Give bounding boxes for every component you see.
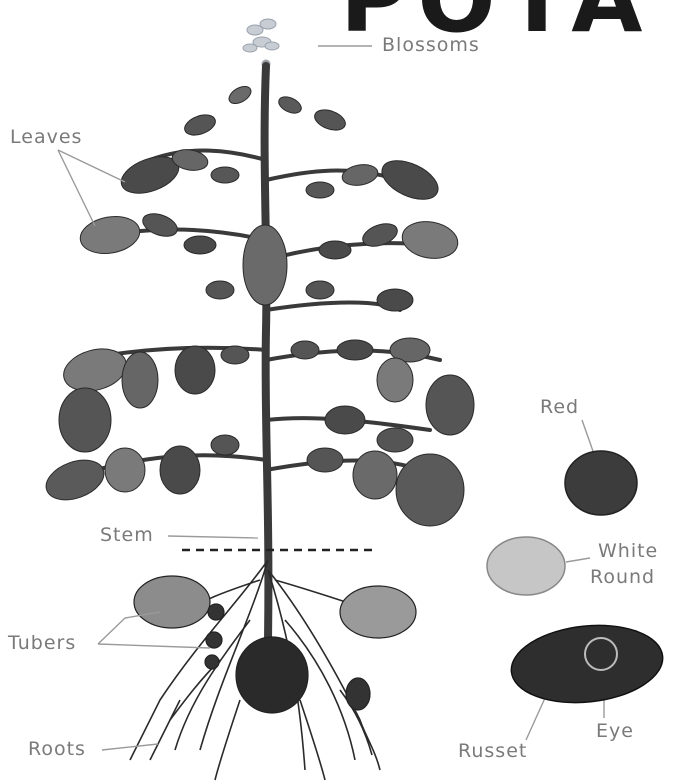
white-round-potato-icon: [487, 537, 565, 595]
label-eye: Eye: [596, 720, 634, 742]
label-tubers: Tubers: [8, 632, 76, 654]
label-roots: Roots: [28, 738, 86, 760]
label-white: White: [598, 540, 658, 562]
label-stem: Stem: [100, 524, 154, 546]
label-russet: Russet: [458, 740, 527, 762]
label-red: Red: [540, 396, 579, 418]
blossom-icon: [243, 19, 279, 68]
red-potato-icon: [565, 451, 637, 515]
label-round: Round: [590, 566, 655, 588]
stem-line: [265, 66, 269, 640]
attached-tubers: [134, 576, 416, 713]
label-leaves: Leaves: [10, 126, 82, 148]
label-blossoms: Blossoms: [382, 34, 480, 56]
russet-potato-icon: [507, 618, 666, 709]
